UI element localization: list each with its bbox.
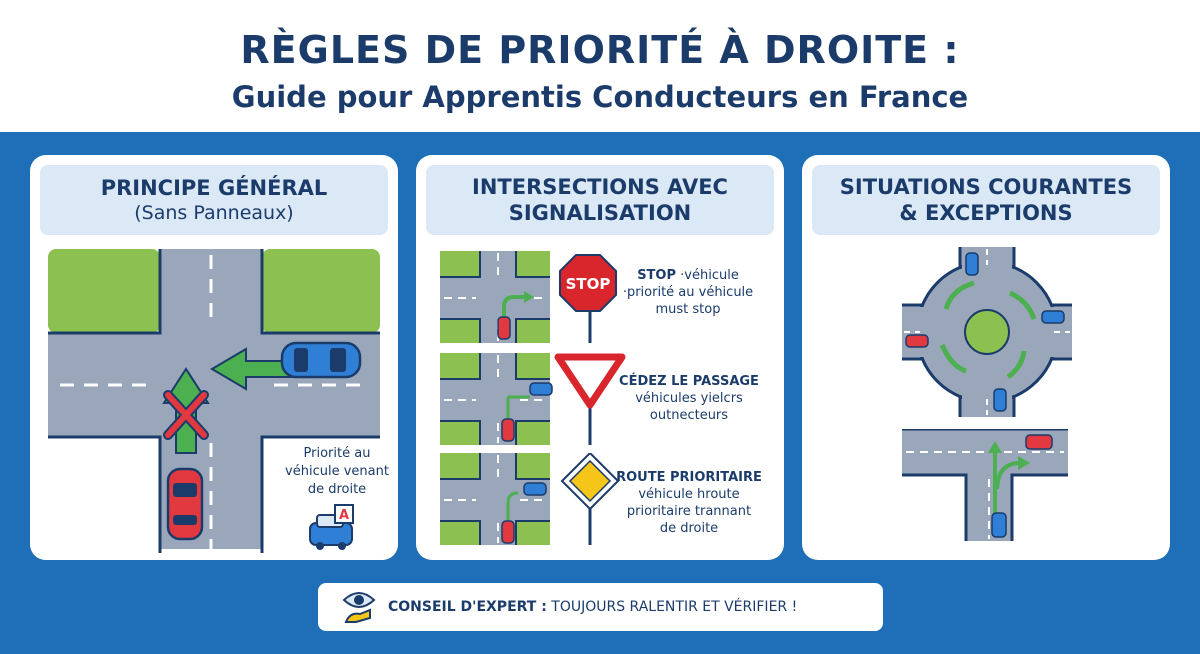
header: RÈGLES DE PRIORITÉ À DROITE : Guide pour… xyxy=(0,0,1200,132)
yield-sign-icon xyxy=(554,353,626,409)
roundabout-arrow-icon xyxy=(1006,350,1027,380)
note-line2: véhicule venant xyxy=(285,464,389,479)
learner-badge: A xyxy=(339,508,349,523)
eye-hand-icon xyxy=(342,592,376,623)
turn-arrow-icon xyxy=(995,461,1021,490)
blue-car-icon xyxy=(529,382,553,396)
blue-car-icon xyxy=(280,341,362,379)
blue-car-icon xyxy=(523,482,547,496)
stop-intersection: STOP xyxy=(440,251,617,343)
page-title: RÈGLES DE PRIORITÉ À DROITE : xyxy=(240,28,960,72)
stop-sign-icon xyxy=(559,254,617,312)
priority-intersection xyxy=(440,453,620,545)
panel-title-line2: & EXCEPTIONS xyxy=(899,201,1073,225)
roundabout-arrow-icon xyxy=(1008,290,1037,320)
red-car-icon xyxy=(501,418,515,442)
red-car-icon xyxy=(1025,434,1053,450)
panel-title-line2: (Sans Panneaux) xyxy=(134,202,294,224)
blue-car-icon xyxy=(993,388,1007,412)
t-intersection-diagram xyxy=(902,429,1068,541)
panel-title-line1: INTERSECTIONS AVEC xyxy=(472,175,728,199)
roundabout-island xyxy=(964,309,1010,355)
red-car-icon xyxy=(501,520,515,544)
note-line3: de droite xyxy=(307,482,367,497)
blue-car-icon xyxy=(991,512,1007,538)
panel-title: SITUATIONS COURANTES & EXCEPTIONS xyxy=(812,165,1160,235)
svg-text:STOP: STOP xyxy=(566,275,611,293)
yield-caption: CÉDEZ LE PASSAGE véhicules yielcrs outne… xyxy=(619,374,759,423)
red-car-icon xyxy=(905,334,929,348)
panel-title: PRINCIPE GÉNÉRAL (Sans Panneaux) xyxy=(40,165,388,235)
panel-title-line1: SITUATIONS COURANTES xyxy=(839,175,1133,199)
blue-car-icon xyxy=(1041,310,1065,324)
panel-title: INTERSECTIONS AVEC SIGNALISATION xyxy=(426,165,774,235)
intersection-diagram: A xyxy=(30,243,398,560)
panel-signalisation: INTERSECTIONS AVEC SIGNALISATION STOP ST… xyxy=(416,155,784,560)
priority-note: Priorité au véhicule venant de droite xyxy=(282,445,392,499)
yield-intersection xyxy=(440,353,626,445)
expert-tip: CONSEIL D'EXPERT : TOUJOURS RALENTIR ET … xyxy=(318,583,883,631)
note-line1: Priorité au xyxy=(303,446,371,461)
tip-text: CONSEIL D'EXPERT : TOUJOURS RALENTIR ET … xyxy=(388,599,797,615)
roundabout-arrow-icon xyxy=(939,343,967,374)
tip-message: TOUJOURS RALENTIR ET VÉRIFIER ! xyxy=(546,599,798,615)
blue-car-icon xyxy=(965,252,979,276)
priority-caption: ROUTE PRIORITAIRE véhicule hroute priori… xyxy=(616,470,762,536)
turn-arrow-icon xyxy=(506,491,519,525)
red-x-icon xyxy=(163,390,209,440)
panel-title-line1: PRINCIPE GÉNÉRAL xyxy=(100,176,328,200)
stop-caption: STOP ·véhicule ·priorité au véhicule mus… xyxy=(622,268,754,317)
panel-principe-general: PRINCIPE GÉNÉRAL (Sans Panneaux) xyxy=(30,155,398,560)
grass-top-left xyxy=(48,249,160,333)
roundabout-diagram xyxy=(902,247,1072,417)
panel-title-line2: SIGNALISATION xyxy=(508,201,692,225)
red-car-icon xyxy=(166,467,204,541)
roundabout-arrow-icon xyxy=(943,280,975,310)
red-car-icon xyxy=(497,316,511,340)
learner-car-icon xyxy=(309,504,354,550)
tip-label: CONSEIL D'EXPERT : xyxy=(388,599,547,615)
panel-situations: SITUATIONS COURANTES & EXCEPTIONS xyxy=(802,155,1170,560)
page-subtitle: Guide pour Apprentis Conducteurs en Fran… xyxy=(231,80,969,114)
priority-road-sign-icon xyxy=(568,459,612,503)
grass-top-right xyxy=(262,249,380,333)
turn-arrow-icon xyxy=(502,295,524,331)
